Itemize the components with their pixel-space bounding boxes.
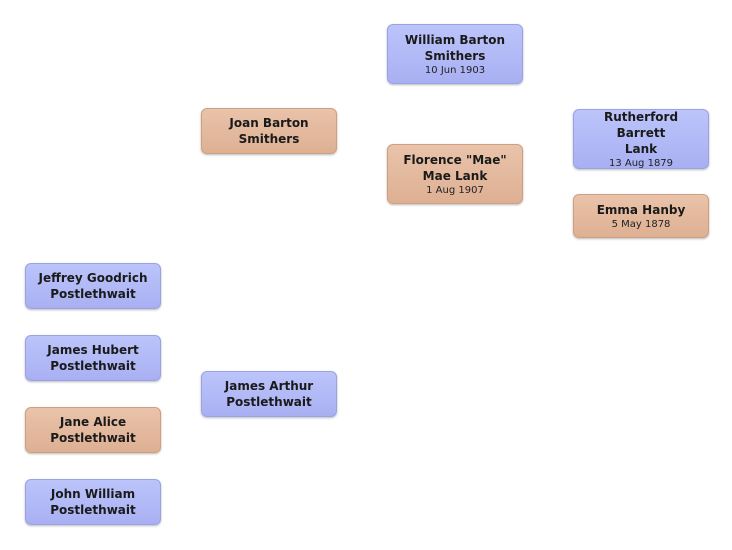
person-card-joan-barton-smithers[interactable]: Joan Barton Smithers xyxy=(201,108,337,154)
person-name: Emma Hanby xyxy=(596,202,686,217)
person-name: James Arthur Postlethwait xyxy=(224,379,314,409)
person-name: James Hubert Postlethwait xyxy=(47,343,139,373)
person-card-james-hubert-postlethwait[interactable]: James Hubert Postlethwait xyxy=(25,335,161,381)
person-date: 10 Jun 1903 xyxy=(424,64,486,76)
person-date: 5 May 1878 xyxy=(611,218,671,230)
person-card-jeffrey-goodrich-postlethwait[interactable]: Jeffrey Goodrich Postlethwait xyxy=(25,263,161,309)
person-name: Florence "Mae" Mae Lank xyxy=(403,152,507,183)
person-card-john-william-postlethwait[interactable]: John William Postlethwait xyxy=(25,479,161,525)
person-card-james-arthur-postlethwait[interactable]: James Arthur Postlethwait xyxy=(201,371,337,417)
person-name: Joan Barton Smithers xyxy=(229,116,309,146)
person-name: William Barton Smithers xyxy=(404,32,506,63)
person-card-rutherford-barrett-lank[interactable]: Rutherford Barrett Lank 13 Aug 1879 xyxy=(573,109,709,169)
person-name: Jane Alice Postlethwait xyxy=(50,415,136,445)
person-name: Rutherford Barrett Lank xyxy=(603,109,679,156)
person-date: 13 Aug 1879 xyxy=(608,157,674,169)
person-name: Jeffrey Goodrich Postlethwait xyxy=(38,271,148,301)
person-card-jane-alice-postlethwait[interactable]: Jane Alice Postlethwait xyxy=(25,407,161,453)
person-name: John William Postlethwait xyxy=(50,487,136,517)
person-card-emma-hanby[interactable]: Emma Hanby 5 May 1878 xyxy=(573,194,709,238)
person-card-william-barton-smithers[interactable]: William Barton Smithers 10 Jun 1903 xyxy=(387,24,523,84)
person-card-florence-mae-lank[interactable]: Florence "Mae" Mae Lank 1 Aug 1907 xyxy=(387,144,523,204)
person-date: 1 Aug 1907 xyxy=(426,184,484,196)
